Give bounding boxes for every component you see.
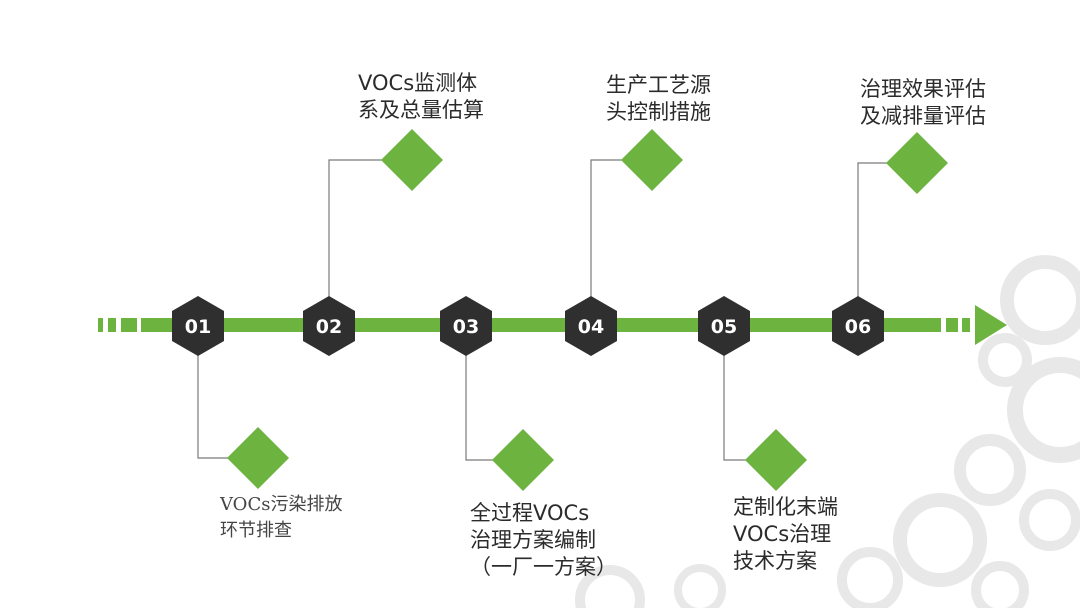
node-number: 05 — [711, 316, 737, 338]
node-number: 06 — [845, 316, 871, 338]
timeline-node-05: 05 — [698, 296, 750, 356]
step-label-04: 生产工艺源 头控制措施 — [606, 73, 711, 124]
timeline-node-03: 03 — [440, 296, 492, 356]
node-number: 02 — [316, 316, 342, 338]
node-number: 01 — [185, 316, 211, 338]
connectors — [197, 159, 887, 461]
timeline-arrowhead — [975, 305, 1007, 345]
step-label-01: VOCs污染排放 环节排查 — [220, 494, 343, 541]
node-number: 03 — [453, 316, 479, 338]
step-label-06: 治理效果评估 及减排量评估 — [860, 77, 986, 128]
hexagon-node-shape — [698, 296, 750, 356]
hexagon-node-shape — [832, 296, 884, 356]
connector-06 — [857, 162, 887, 298]
diamond-marker-01 — [227, 427, 289, 489]
step-label-05: 定制化末端 VOCs治理 技术方案 — [733, 495, 838, 573]
diamond-marker-03 — [492, 429, 554, 491]
nodes: 01 02 03 04 05 06 — [172, 296, 884, 356]
step-label-03: 全过程VOCs 治理方案编制 （一厂一方案） — [470, 501, 617, 579]
hexagon-node-shape — [440, 296, 492, 356]
diamond-marker-02 — [381, 129, 443, 191]
connector-04 — [590, 159, 622, 298]
step-label-02: VOCs监测体 系及总量估算 — [358, 71, 484, 122]
diamond-marker-05 — [745, 429, 807, 491]
connector-05 — [723, 354, 746, 461]
background-decoration — [575, 255, 1080, 608]
diamonds — [227, 129, 948, 491]
connector-01 — [197, 354, 228, 459]
timeline-node-04: 04 — [565, 296, 617, 356]
node-number: 04 — [578, 316, 604, 338]
timeline-node-06: 06 — [832, 296, 884, 356]
connector-03 — [465, 354, 493, 461]
connector-02 — [328, 159, 382, 298]
hexagon-node-shape — [303, 296, 355, 356]
timeline-node-01: 01 — [172, 296, 224, 356]
hexagon-node-shape — [172, 296, 224, 356]
diamond-marker-06 — [886, 132, 948, 194]
diamond-marker-04 — [621, 129, 683, 191]
timeline-node-02: 02 — [303, 296, 355, 356]
hexagon-node-shape — [565, 296, 617, 356]
